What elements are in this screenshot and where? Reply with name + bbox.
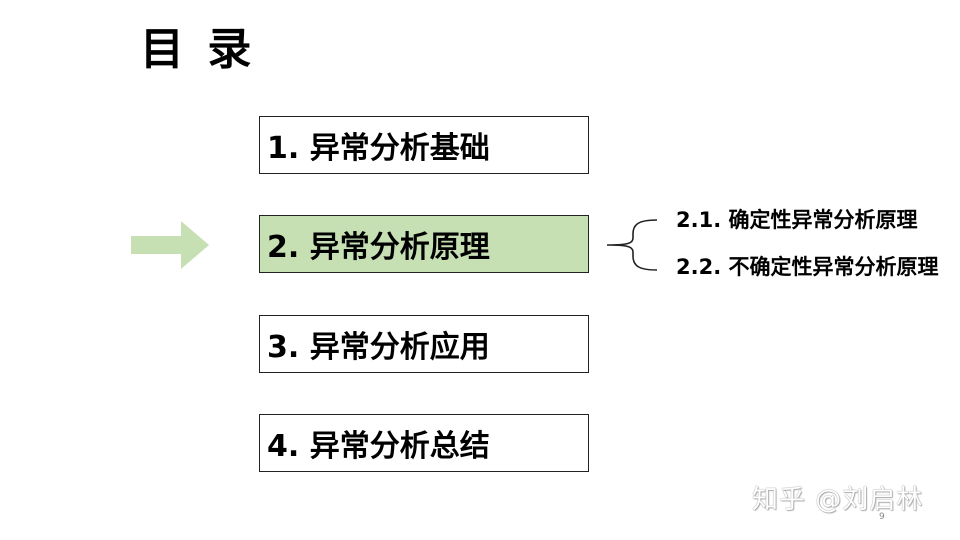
right-arrow-icon (131, 221, 209, 269)
toc-item-label: 4. 异常分析总结 (267, 429, 490, 464)
left-brace-icon (606, 219, 658, 271)
toc-item-3[interactable]: 3. 异常分析应用 (259, 315, 589, 373)
toc-item-4[interactable]: 4. 异常分析总结 (259, 414, 589, 472)
toc-item-label: 3. 异常分析应用 (267, 330, 490, 365)
subitem-2-1[interactable]: 2.1. 确定性异常分析原理 (676, 208, 918, 232)
toc-item-label: 2. 异常分析原理 (267, 230, 490, 265)
toc-item-1[interactable]: 1. 异常分析基础 (259, 116, 589, 174)
toc-item-label: 1. 异常分析基础 (267, 131, 490, 166)
subitem-2-2[interactable]: 2.2. 不确定性异常分析原理 (676, 255, 939, 279)
watermark: 知乎 @刘启林 (752, 485, 924, 515)
page-number: 9 (879, 512, 885, 522)
toc-item-2-active[interactable]: 2. 异常分析原理 (259, 215, 589, 273)
slide-title: 目 录 (140, 24, 256, 75)
